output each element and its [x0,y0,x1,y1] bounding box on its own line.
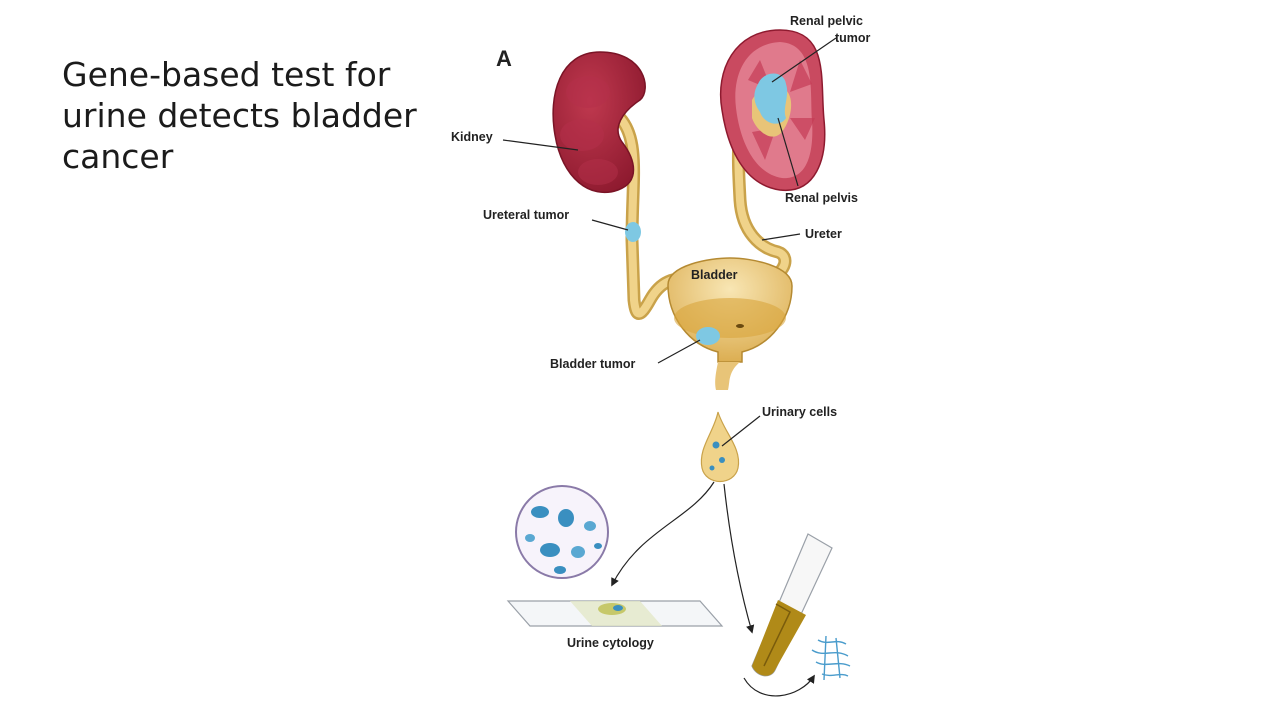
arrow-to-slide [611,481,715,587]
pointer-renal-pelvis [777,117,799,187]
pointer-kidney [502,139,579,151]
dna-strands [811,635,851,681]
label-ureteral-tumor: Ureteral tumor [483,208,569,222]
slide-title: Gene-based test for urine detects bladde… [62,55,417,176]
label-renal-pelvic-tumor-2: tumor [835,31,871,45]
label-ureter: Ureter [805,227,842,241]
label-bladder-tumor: Bladder tumor [550,357,636,371]
renal-pelvic-tumor [754,73,788,124]
arrow-to-tube [723,483,755,634]
pointer-ureter [761,233,801,241]
label-bladder: Bladder [691,268,738,282]
label-urinary-cells: Urinary cells [762,405,837,419]
label-kidney: Kidney [451,130,493,144]
bladder-tumor [696,327,720,345]
pointer-ureteral-tumor [591,219,629,231]
pointer-renal-pelvic-tumor [771,37,837,83]
urine-drop [700,411,740,482]
label-renal-pelvis: Renal pelvis [785,191,858,205]
urine-stream [715,362,740,390]
arrow-to-dna [743,674,815,697]
pointer-bladder-tumor [657,339,701,364]
cytology-magnified-view [515,485,609,579]
pointer-urinary-cells [721,415,761,447]
ureteral-tumor [625,222,641,242]
panel-letter: A [496,46,512,71]
label-renal-pelvic-tumor-1: Renal pelvic [790,14,863,28]
label-urine-cytology: Urine cytology [567,636,654,650]
test-tube [751,533,833,677]
